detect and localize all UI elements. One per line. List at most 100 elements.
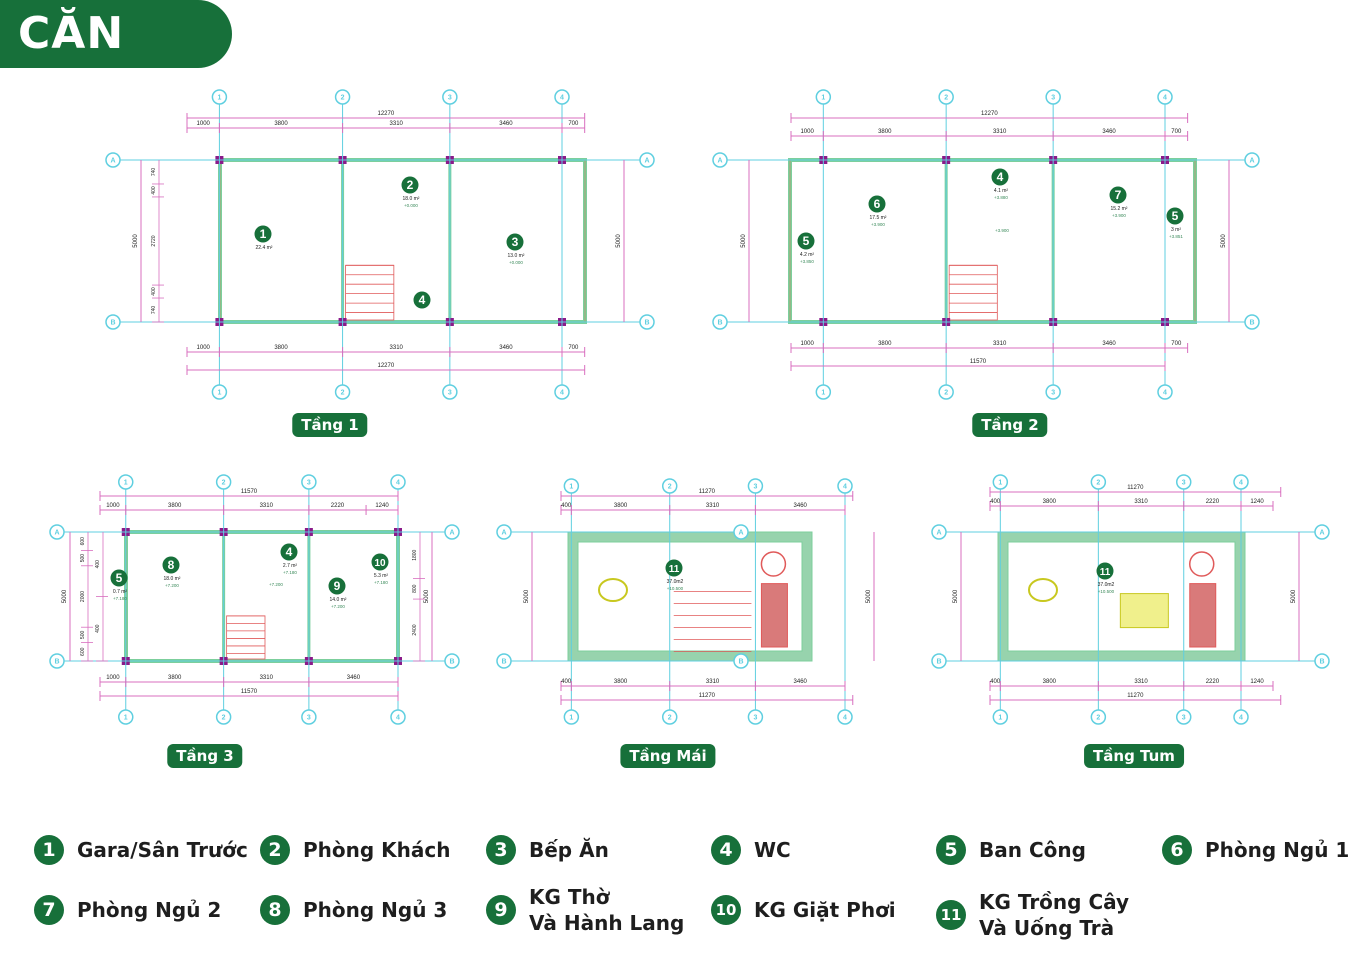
plan-4-dim-bottom-value: 400 bbox=[561, 679, 572, 685]
plan-3-row-left-label: B bbox=[54, 659, 59, 666]
plan-3-dim-left-2: 400 bbox=[95, 560, 101, 569]
plan-2-room-badge-number: 7 bbox=[1115, 188, 1122, 202]
plan-3-stair bbox=[226, 615, 266, 660]
plan-2-dim-bottom-value: 3800 bbox=[878, 341, 892, 347]
plan-4-dim-bottom-value: 3460 bbox=[794, 679, 808, 685]
plan-3-dim-right: 2400 bbox=[412, 624, 418, 635]
plan-label-tang-mai: Tầng Mái bbox=[620, 744, 716, 768]
plan-5-axis-top bbox=[1175, 474, 1192, 490]
plan-2-axis-top-label: 2 bbox=[944, 95, 948, 102]
plan-1-axis-bottom-label: 3 bbox=[448, 390, 452, 397]
plan-1-room-badge-number: 3 bbox=[512, 235, 519, 249]
plan-3-room-badge bbox=[110, 569, 128, 587]
plan-3-room-area: 2.7 m² bbox=[283, 563, 298, 569]
plan-1-dim-total-bottom-value: 12270 bbox=[378, 363, 395, 369]
plan-2-stair bbox=[948, 264, 998, 321]
plan-2-axis-bottom-label: 1 bbox=[821, 390, 825, 397]
plan-2-dim-total-bottom-value: 11570 bbox=[970, 359, 987, 365]
plan-3-dim-left: 500 bbox=[80, 554, 86, 563]
plan-3-room-area: 5.3 m² bbox=[374, 573, 389, 579]
plan-5-row-left-label: A bbox=[936, 530, 941, 537]
plan-4-dim-top-value: 3460 bbox=[794, 503, 808, 509]
plan-5-dim-top-value: 3310 bbox=[1134, 499, 1148, 505]
plan-1-dim-bottom-value: 3310 bbox=[390, 345, 404, 351]
plan-3-room-level: +7.200 bbox=[331, 604, 345, 609]
plan-3-row-left bbox=[49, 524, 65, 540]
plan-3-dim-right: 800 bbox=[412, 584, 418, 593]
plan-1-stair bbox=[345, 264, 395, 321]
legend-label: KG Thờ Và Hành Lang bbox=[529, 885, 685, 935]
plan-5-axis-bottom bbox=[1175, 709, 1192, 725]
plan-2-room-area: 3 m² bbox=[1171, 227, 1181, 233]
plan-1-dim-total-top-value: 12270 bbox=[378, 111, 395, 117]
plan-2-axis-top bbox=[938, 89, 954, 105]
plan-2-dim-top-value: 700 bbox=[1171, 129, 1182, 135]
plan-1-axis-top bbox=[442, 89, 458, 105]
plan-4-dim-top-value: 3800 bbox=[614, 503, 628, 509]
legend-number-badge: 6 bbox=[1162, 835, 1192, 865]
plan-4-dim-total-bottom-value: 11270 bbox=[699, 693, 716, 699]
plan-3-dim-vertical-total: 5000 bbox=[424, 589, 430, 603]
plan-1-row-left-label: B bbox=[110, 320, 115, 327]
plan-3-dim-vertical-total: 5000 bbox=[62, 589, 68, 603]
plan-3-dim-left: 500 bbox=[80, 631, 86, 640]
plan-label-tang-3: Tầng 3 bbox=[167, 744, 243, 768]
plan-1-row-right bbox=[639, 152, 655, 168]
legend-number-badge: 9 bbox=[486, 895, 516, 925]
plan-3-axis-top bbox=[390, 474, 406, 490]
plan-3-axis-top-label: 3 bbox=[307, 480, 311, 487]
plan-2-dim-top-value: 3460 bbox=[1102, 129, 1116, 135]
plan-3-room-area: 18.0 m² bbox=[164, 576, 181, 582]
plan-5-dim-top-value: 400 bbox=[990, 499, 1001, 505]
plan-1-dim-left: 400 bbox=[151, 287, 157, 296]
plan-5-row-left bbox=[931, 524, 947, 540]
plan-3-row-left-label: A bbox=[54, 530, 59, 537]
plan-5-solar-heater bbox=[1189, 583, 1217, 648]
legend-label: Phòng Ngủ 2 bbox=[77, 898, 222, 922]
plan-1-room-area: 13.0 m² bbox=[508, 253, 525, 259]
plan-2-axis-top bbox=[1045, 89, 1061, 105]
plan-3-axis-bottom bbox=[390, 709, 406, 725]
plan-2-axis-top-label: 4 bbox=[1163, 95, 1167, 102]
legend-label: WC bbox=[754, 838, 791, 862]
plan-2-room-badge bbox=[1166, 207, 1184, 225]
plan-1-room-badge bbox=[413, 291, 431, 309]
plan-1-room-badge bbox=[401, 176, 419, 194]
plan-3-dim-right: 1800 bbox=[412, 549, 418, 560]
legend-number-badge: 8 bbox=[260, 895, 290, 925]
plan-4-room-badge bbox=[665, 559, 683, 577]
plan-3-axis-bottom bbox=[215, 709, 232, 725]
plan-1-row-left-label: A bbox=[110, 158, 115, 165]
plan-3-dim-left: 600 bbox=[80, 537, 86, 546]
plan-4-axis-bottom bbox=[563, 709, 580, 725]
plan-5-room-badge-number: 11 bbox=[1100, 567, 1111, 578]
plan-1-dim-left: 2720 bbox=[151, 235, 157, 246]
plan-1-axis-top bbox=[554, 89, 570, 105]
plan-5-room-area: 37.0m2 bbox=[1098, 582, 1115, 588]
plan-3-dim-top-value: 1000 bbox=[106, 503, 120, 509]
plan-3-dim-bottom-value: 3800 bbox=[168, 675, 182, 681]
plan-3-axis-top-label: 1 bbox=[124, 480, 128, 487]
plan-5-axis-bottom-label: 4 bbox=[1239, 715, 1243, 722]
plan-5-axis-bottom bbox=[1090, 709, 1107, 725]
plan-1-dim-left: 740 bbox=[151, 168, 157, 177]
plan-5-axis-top bbox=[992, 474, 1009, 490]
plan-4-row-right bbox=[733, 653, 749, 669]
plan-3-room-area: 14.0 m² bbox=[330, 597, 347, 603]
plan-2-axis-top-label: 1 bbox=[821, 95, 825, 102]
plan-4-axis-top bbox=[563, 478, 580, 494]
plan-1-axis-top-label: 2 bbox=[341, 95, 345, 102]
plan-1-axis-top bbox=[334, 89, 351, 105]
plan-5-row-right-label: A bbox=[1319, 530, 1324, 537]
plan-3-row-right-label: A bbox=[449, 530, 454, 537]
plan-3-room-badge-number: 9 bbox=[334, 579, 341, 593]
plan-3-dim-left-2: 400 bbox=[95, 624, 101, 633]
plan-4-dim-bottom-value: 3800 bbox=[614, 679, 628, 685]
plan-1-row-left bbox=[105, 152, 121, 168]
plan-label-tang-tum: Tầng Tum bbox=[1084, 744, 1184, 768]
plan-2-dim-bottom-value: 700 bbox=[1171, 341, 1182, 347]
